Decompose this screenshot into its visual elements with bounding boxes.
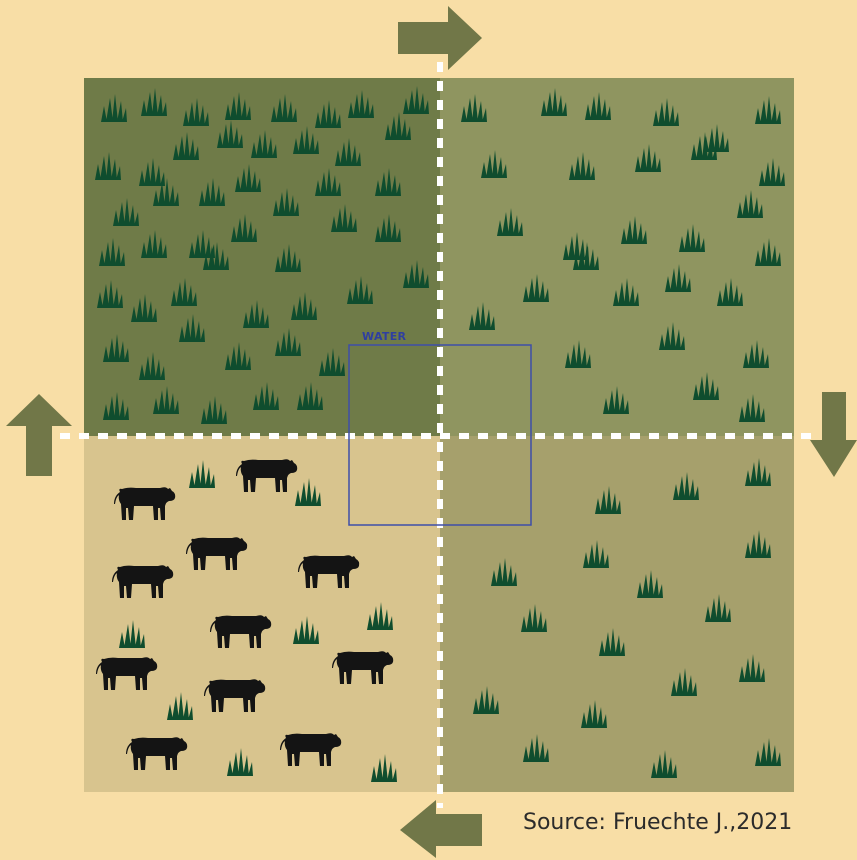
arrow-left-icon <box>400 800 482 858</box>
arrow-right-icon <box>398 6 482 70</box>
arrow-down-icon <box>810 392 857 477</box>
paddock-bottom-right <box>440 436 794 792</box>
water-area <box>348 344 532 526</box>
arrow-up-icon <box>6 394 72 476</box>
water-label: WATER <box>362 330 407 343</box>
paddock-top-right <box>440 78 794 436</box>
source-caption: Source: Fruechte J.,2021 <box>523 810 793 835</box>
